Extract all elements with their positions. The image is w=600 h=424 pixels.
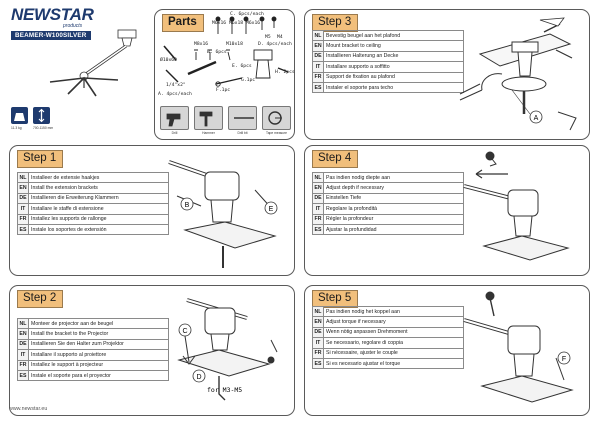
part-label-d: D. 4pcs/each xyxy=(258,42,292,47)
step-2-callout-c: C xyxy=(182,328,187,335)
part-label-e: E. 6pcs xyxy=(232,64,252,69)
screw-icon xyxy=(215,16,277,34)
part-label-h: H. 2pcs xyxy=(275,70,295,75)
weight-glyph xyxy=(14,113,25,121)
step-2-note: for M3-M5 xyxy=(207,386,242,394)
footer-url: www.newstar.eu xyxy=(9,406,48,412)
step-2-illustration: C D for M3-M5 xyxy=(177,298,278,401)
tool-label-hammer: Hammer xyxy=(202,131,215,135)
part-label-m8x16: M8x16 xyxy=(194,42,209,47)
height-range-glyph xyxy=(38,108,45,123)
logo-subtext: products xyxy=(63,23,83,29)
height-range-label: 700-1150 mm xyxy=(33,126,54,130)
tool-label-tape-measure: Tape measure xyxy=(266,131,287,135)
step-3-illustration: A xyxy=(459,17,577,131)
part-label-g: G.1pc xyxy=(241,78,256,83)
step-1-callout-b: B xyxy=(185,202,190,209)
model-badge: BEAMER-W100SILVER xyxy=(11,31,91,40)
tool-label-drill: Drill xyxy=(171,131,178,135)
logo-text: NEWSTAR xyxy=(11,5,94,24)
step-2-title: Step 2 xyxy=(17,290,64,308)
step-2-callout-d: D xyxy=(196,374,201,381)
parts-illustration xyxy=(163,45,289,87)
part-label-d10x60: Ø10x60 xyxy=(160,58,177,63)
part-label-b: B. 6pcs xyxy=(207,50,227,55)
step-4-illustration xyxy=(463,151,570,261)
step-5-callout-f: F xyxy=(562,356,566,363)
step-3-callout-a: A xyxy=(534,115,539,122)
step-5-illustration: F xyxy=(463,291,574,403)
parts-title: Parts xyxy=(162,14,204,32)
part-label-c: C. 6pcs/each xyxy=(230,12,264,17)
part-label-m6x16b: M6x16 xyxy=(246,21,261,26)
part-label-a: A. 4pcs/each xyxy=(158,92,192,97)
part-label-m6x18: M6x18 xyxy=(229,21,244,26)
tool-label-drill-bit: Drill bit xyxy=(237,131,248,135)
part-label-m10x18: M10x18 xyxy=(226,42,243,47)
part-label-m4: M4 xyxy=(277,35,283,40)
part-label-m6x16: M6x16 xyxy=(212,21,227,26)
part-label-f: F.1pc xyxy=(216,88,231,93)
step-4-title: Step 4 xyxy=(312,150,359,168)
tape-measure-icon xyxy=(262,106,291,130)
hammer-icon xyxy=(194,106,223,130)
weight-label: 11.3 kg xyxy=(11,126,22,130)
part-label-a-size: 1/4"x2" xyxy=(166,83,186,88)
step-1-callout-e: E xyxy=(269,206,274,213)
step-1-illustration: B E xyxy=(168,160,278,268)
mount-overview-illustration xyxy=(49,29,137,97)
step-5-title: Step 5 xyxy=(312,290,359,308)
tools-glyphs xyxy=(166,111,282,127)
part-label-m5: M5 xyxy=(265,35,271,40)
step-1-title: Step 1 xyxy=(17,150,64,168)
